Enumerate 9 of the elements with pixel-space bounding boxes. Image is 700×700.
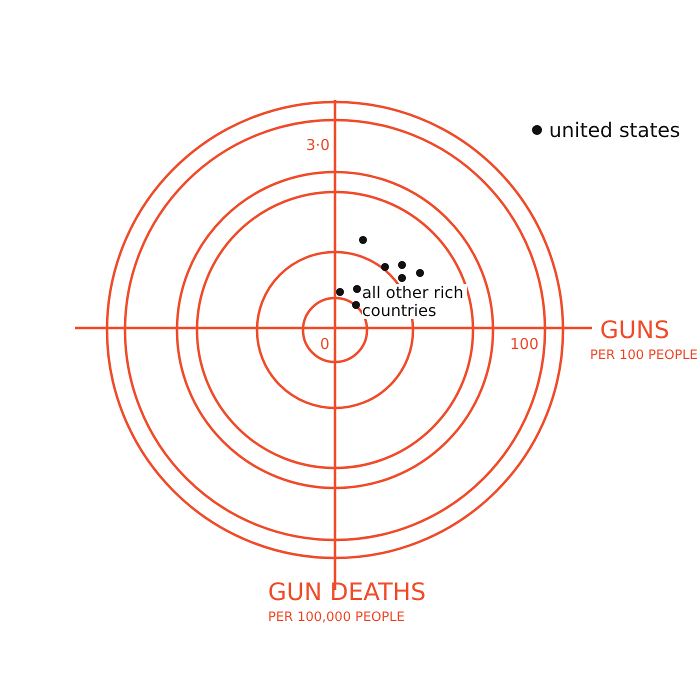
tick-label: 3·0 (306, 136, 330, 154)
tick-label: 0 (320, 335, 330, 353)
axis-title: GUNS (600, 316, 670, 344)
annotation: all other rich countries (362, 284, 467, 320)
axis-subtitle: PER 100,000 PEOPLE (268, 610, 405, 625)
tick-label: 100 (510, 335, 539, 353)
point-label: united states (549, 118, 680, 142)
axis-subtitle: PER 100 PEOPLE (590, 348, 698, 363)
axis-title: GUN DEATHS (268, 578, 426, 606)
